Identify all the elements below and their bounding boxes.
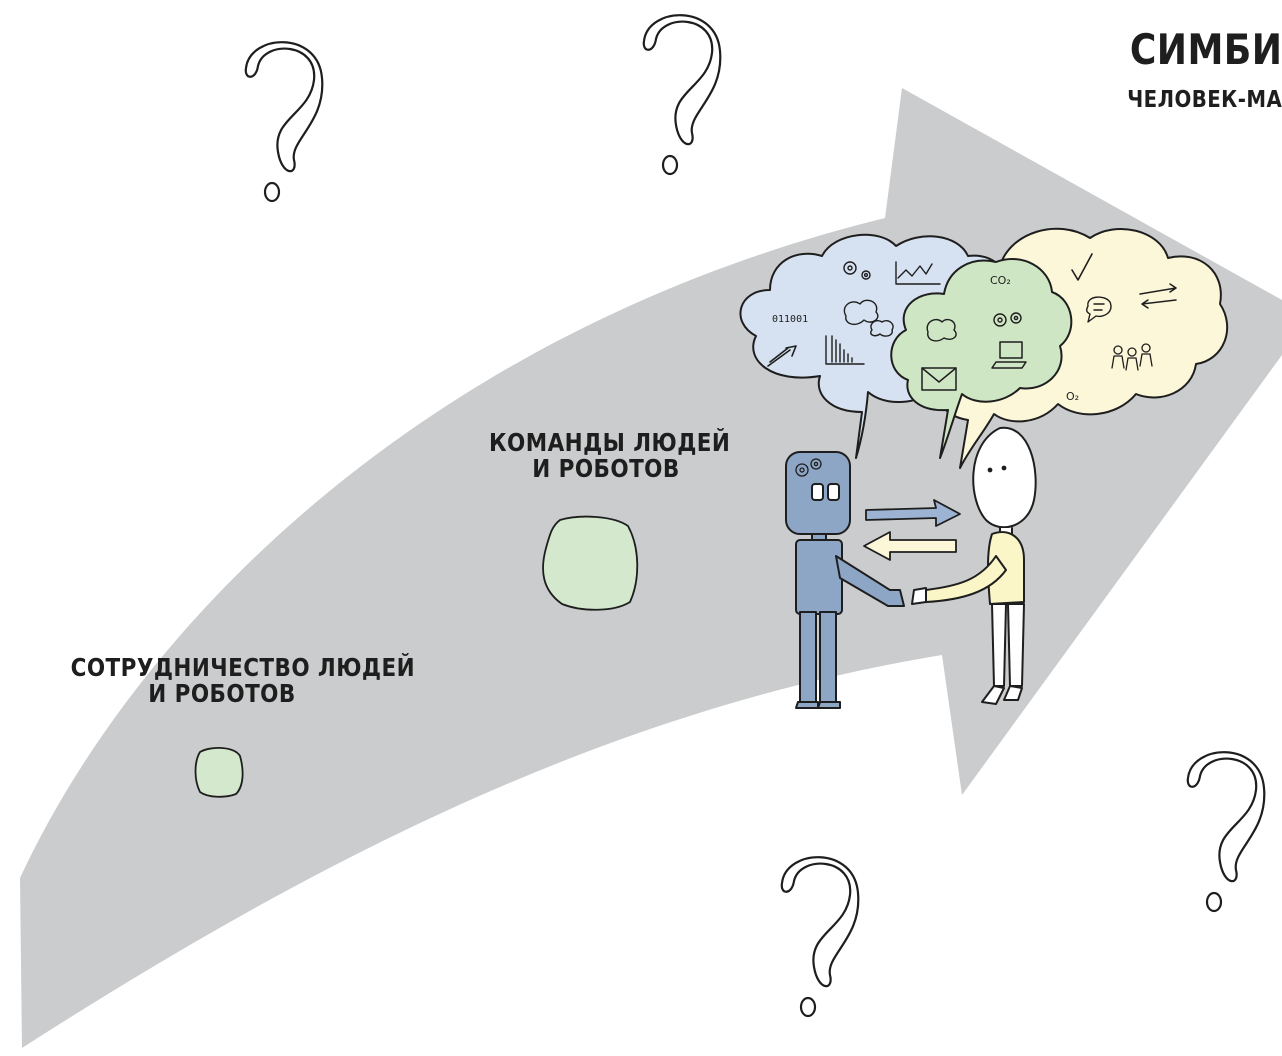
- human-head: [973, 428, 1035, 528]
- stage-label-collaboration: СОТРУДНИЧЕСТВО ЛЮДЕЙ И РОБОТОВ: [71, 655, 374, 708]
- human-leg: [1008, 604, 1024, 686]
- stage-blob-teams: [543, 517, 637, 610]
- robot-torso: [796, 540, 842, 614]
- human-leg: [992, 604, 1006, 686]
- stage-label-line: СОТРУДНИЧЕСТВО ЛЮДЕЙ: [71, 655, 374, 681]
- stage-label-teams: КОМАНДЫ ЛЮДЕЙ И РОБОТОВ: [489, 430, 723, 483]
- question-mark-icon: [644, 15, 721, 174]
- robot-leg: [820, 612, 836, 702]
- robot-leg: [800, 612, 816, 702]
- stage-label-line: И РОБОТОВ: [71, 681, 374, 707]
- diagram-title: СИМБИ: [1129, 28, 1282, 72]
- diagram-subtitle: ЧЕЛОВЕК-МА: [1127, 88, 1282, 112]
- human-hand: [912, 588, 926, 604]
- question-mark-icon: [246, 42, 323, 201]
- question-mark-icon: [1188, 752, 1265, 911]
- robot-eye: [812, 484, 823, 500]
- stage-label-line: КОМАНДЫ ЛЮДЕЙ: [489, 430, 723, 456]
- o2-label: O₂: [1066, 390, 1079, 403]
- binary-code-text: 011001: [772, 314, 808, 325]
- progress-arrow: [20, 88, 1282, 1048]
- stage-label-line: И РОБОТОВ: [489, 456, 723, 482]
- co2-label: CO₂: [990, 274, 1011, 287]
- question-mark-icon: [782, 857, 859, 1016]
- stage-blob-collaboration: [196, 748, 243, 797]
- robot-eye: [828, 484, 839, 500]
